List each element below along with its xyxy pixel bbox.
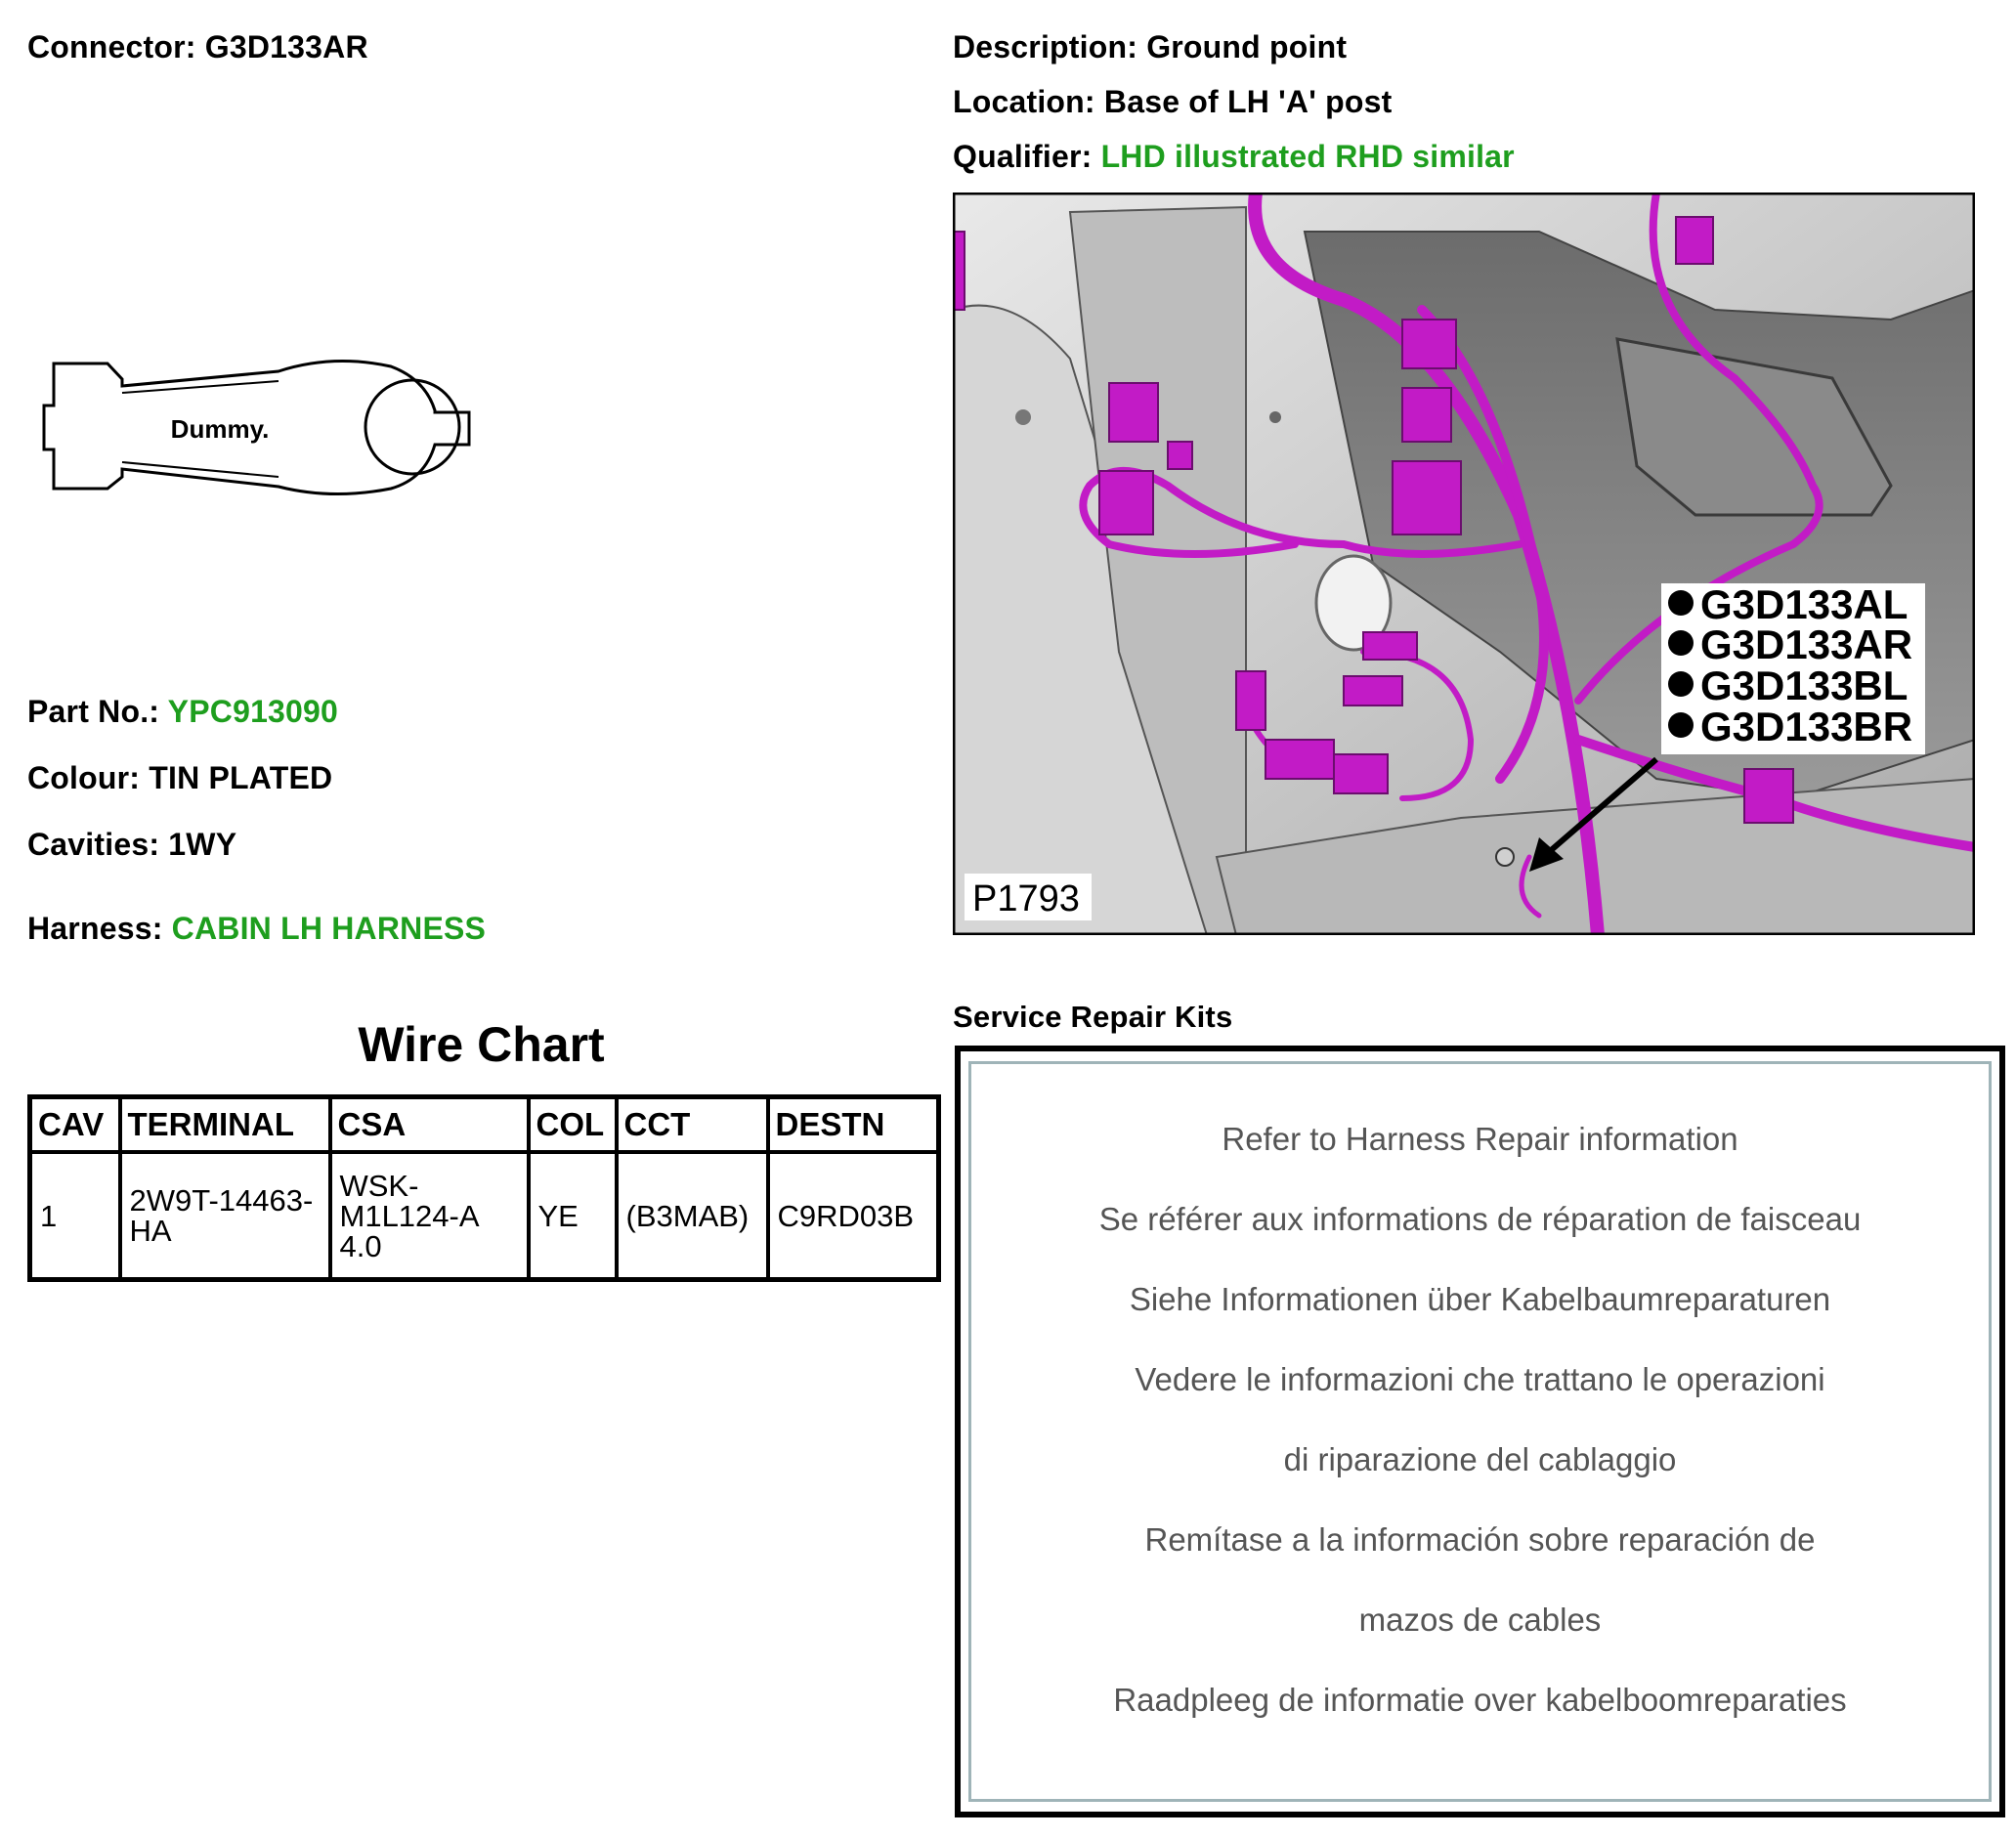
kit-line-fr: Se référer aux informations de réparatio…	[1098, 1201, 1862, 1237]
cell-terminal: 2W9T-14463-HA	[117, 1150, 332, 1282]
cavities-label: Cavities:	[27, 827, 160, 862]
body-rivet	[1015, 409, 1031, 425]
header-col: COL	[526, 1094, 619, 1154]
harness-line: Harness: CABIN LH HARNESS	[27, 911, 486, 947]
callout-bullet	[1668, 712, 1694, 738]
connector-label: Connector:	[27, 29, 196, 64]
callout-g3d133bl: G3D133BL	[1700, 663, 1908, 708]
wire-chart-table: CAV TERMINAL CSA COL CCT DESTN 1 2W9T-14…	[27, 1094, 941, 1282]
header-cav: CAV	[27, 1094, 122, 1154]
service-repair-kits-title: Service Repair Kits	[953, 1000, 1233, 1034]
wire-chart-title: Wire Chart	[358, 1017, 605, 1072]
location-value: Base of LH 'A' post	[1103, 84, 1393, 119]
colour-line: Colour: TIN PLATED	[27, 760, 332, 796]
terminal-outline	[42, 360, 471, 496]
callout-g3d133al: G3D133AL	[1700, 581, 1908, 627]
kit-line-es-1: Remítase a la información sobre reparaci…	[1144, 1521, 1816, 1558]
service-repair-kits-inner: Refer to Harness Repair information Se r…	[968, 1061, 1992, 1802]
description-value: Ground point	[1146, 29, 1348, 64]
qualifier-line: Qualifier: LHD illustrated RHD similar	[953, 139, 1515, 175]
kit-line-en: Refer to Harness Repair information	[1222, 1121, 1738, 1157]
cell-destn: C9RD03B	[765, 1150, 941, 1282]
callout-arrow-head	[1529, 837, 1564, 872]
connector-value: G3D133AR	[204, 29, 368, 64]
terminal-eyelet	[364, 378, 461, 476]
location-line: Location: Base of LH 'A' post	[953, 84, 1393, 120]
connector-line: Connector: G3D133AR	[27, 29, 368, 65]
callout-bullet	[1668, 671, 1694, 697]
terminal-crimp-lines	[121, 380, 279, 478]
part-no-label: Part No.:	[27, 694, 160, 729]
body-hole	[1314, 554, 1393, 652]
photo-frame	[953, 192, 1975, 935]
kit-line-es-2: mazos de cables	[1358, 1602, 1602, 1638]
header-cct: CCT	[614, 1094, 770, 1154]
photo-code: P1793	[972, 878, 1080, 919]
callout-g3d133br: G3D133BR	[1700, 704, 1912, 749]
location-label: Location:	[953, 84, 1095, 119]
location-photo: G3D133AL G3D133AR G3D133BL G3D133BR P179…	[953, 192, 1975, 935]
recess-panel	[1615, 337, 1893, 517]
wire-chart-header-row: CAV TERMINAL CSA COL CCT DESTN	[27, 1094, 941, 1154]
part-no-line: Part No.: YPC913090	[27, 694, 338, 730]
cavities-line: Cavities: 1WY	[27, 827, 236, 863]
description-label: Description:	[953, 29, 1138, 64]
cell-col: YE	[526, 1150, 619, 1282]
callout-g3d133ar: G3D133AR	[1700, 621, 1912, 667]
callout-bullet	[1668, 630, 1694, 656]
terminal-drawing: Dummy.	[42, 360, 471, 496]
header-destn: DESTN	[765, 1094, 941, 1154]
harness-value: CABIN LH HARNESS	[171, 911, 487, 946]
kit-line-nl: Raadpleeg de informatie over kabelboomre…	[1113, 1682, 1847, 1718]
harness-label: Harness:	[27, 911, 163, 946]
kit-line-it-1: Vedere le informazioni che trattano le o…	[1135, 1361, 1825, 1397]
cell-cct: (B3MAB)	[614, 1150, 770, 1282]
qualifier-label: Qualifier:	[953, 139, 1093, 174]
header-csa: CSA	[327, 1094, 531, 1154]
qualifier-value: LHD illustrated RHD similar	[1100, 139, 1515, 174]
description-line: Description: Ground point	[953, 29, 1347, 65]
cell-cav: 1	[27, 1150, 122, 1282]
kit-line-it-2: di riparazione del cablaggio	[1283, 1441, 1677, 1477]
colour-label: Colour:	[27, 760, 141, 795]
callout-arrow-shaft	[1547, 756, 1658, 855]
kit-line-de: Siehe Informationen über Kabelbaumrepara…	[1129, 1281, 1831, 1317]
table-row: 1 2W9T-14463-HA WSK-M1L124-A 4.0 YE (B3M…	[27, 1150, 941, 1282]
photo-code-box	[965, 874, 1092, 920]
service-repair-kits-box: Refer to Harness Repair information Se r…	[955, 1046, 2005, 1817]
callout-box	[1661, 583, 1925, 754]
body-rivet	[1269, 411, 1281, 423]
header-terminal: TERMINAL	[117, 1094, 332, 1154]
ground-stud-icon	[1495, 847, 1515, 867]
part-no-value: YPC913090	[167, 694, 339, 729]
cavities-value: 1WY	[168, 827, 237, 862]
harness-connectors	[953, 216, 1794, 824]
callout-bullet	[1668, 590, 1694, 616]
terminal-text: Dummy.	[171, 414, 270, 444]
colour-value: TIN PLATED	[149, 760, 333, 795]
cell-csa: WSK-M1L124-A 4.0	[327, 1150, 531, 1282]
